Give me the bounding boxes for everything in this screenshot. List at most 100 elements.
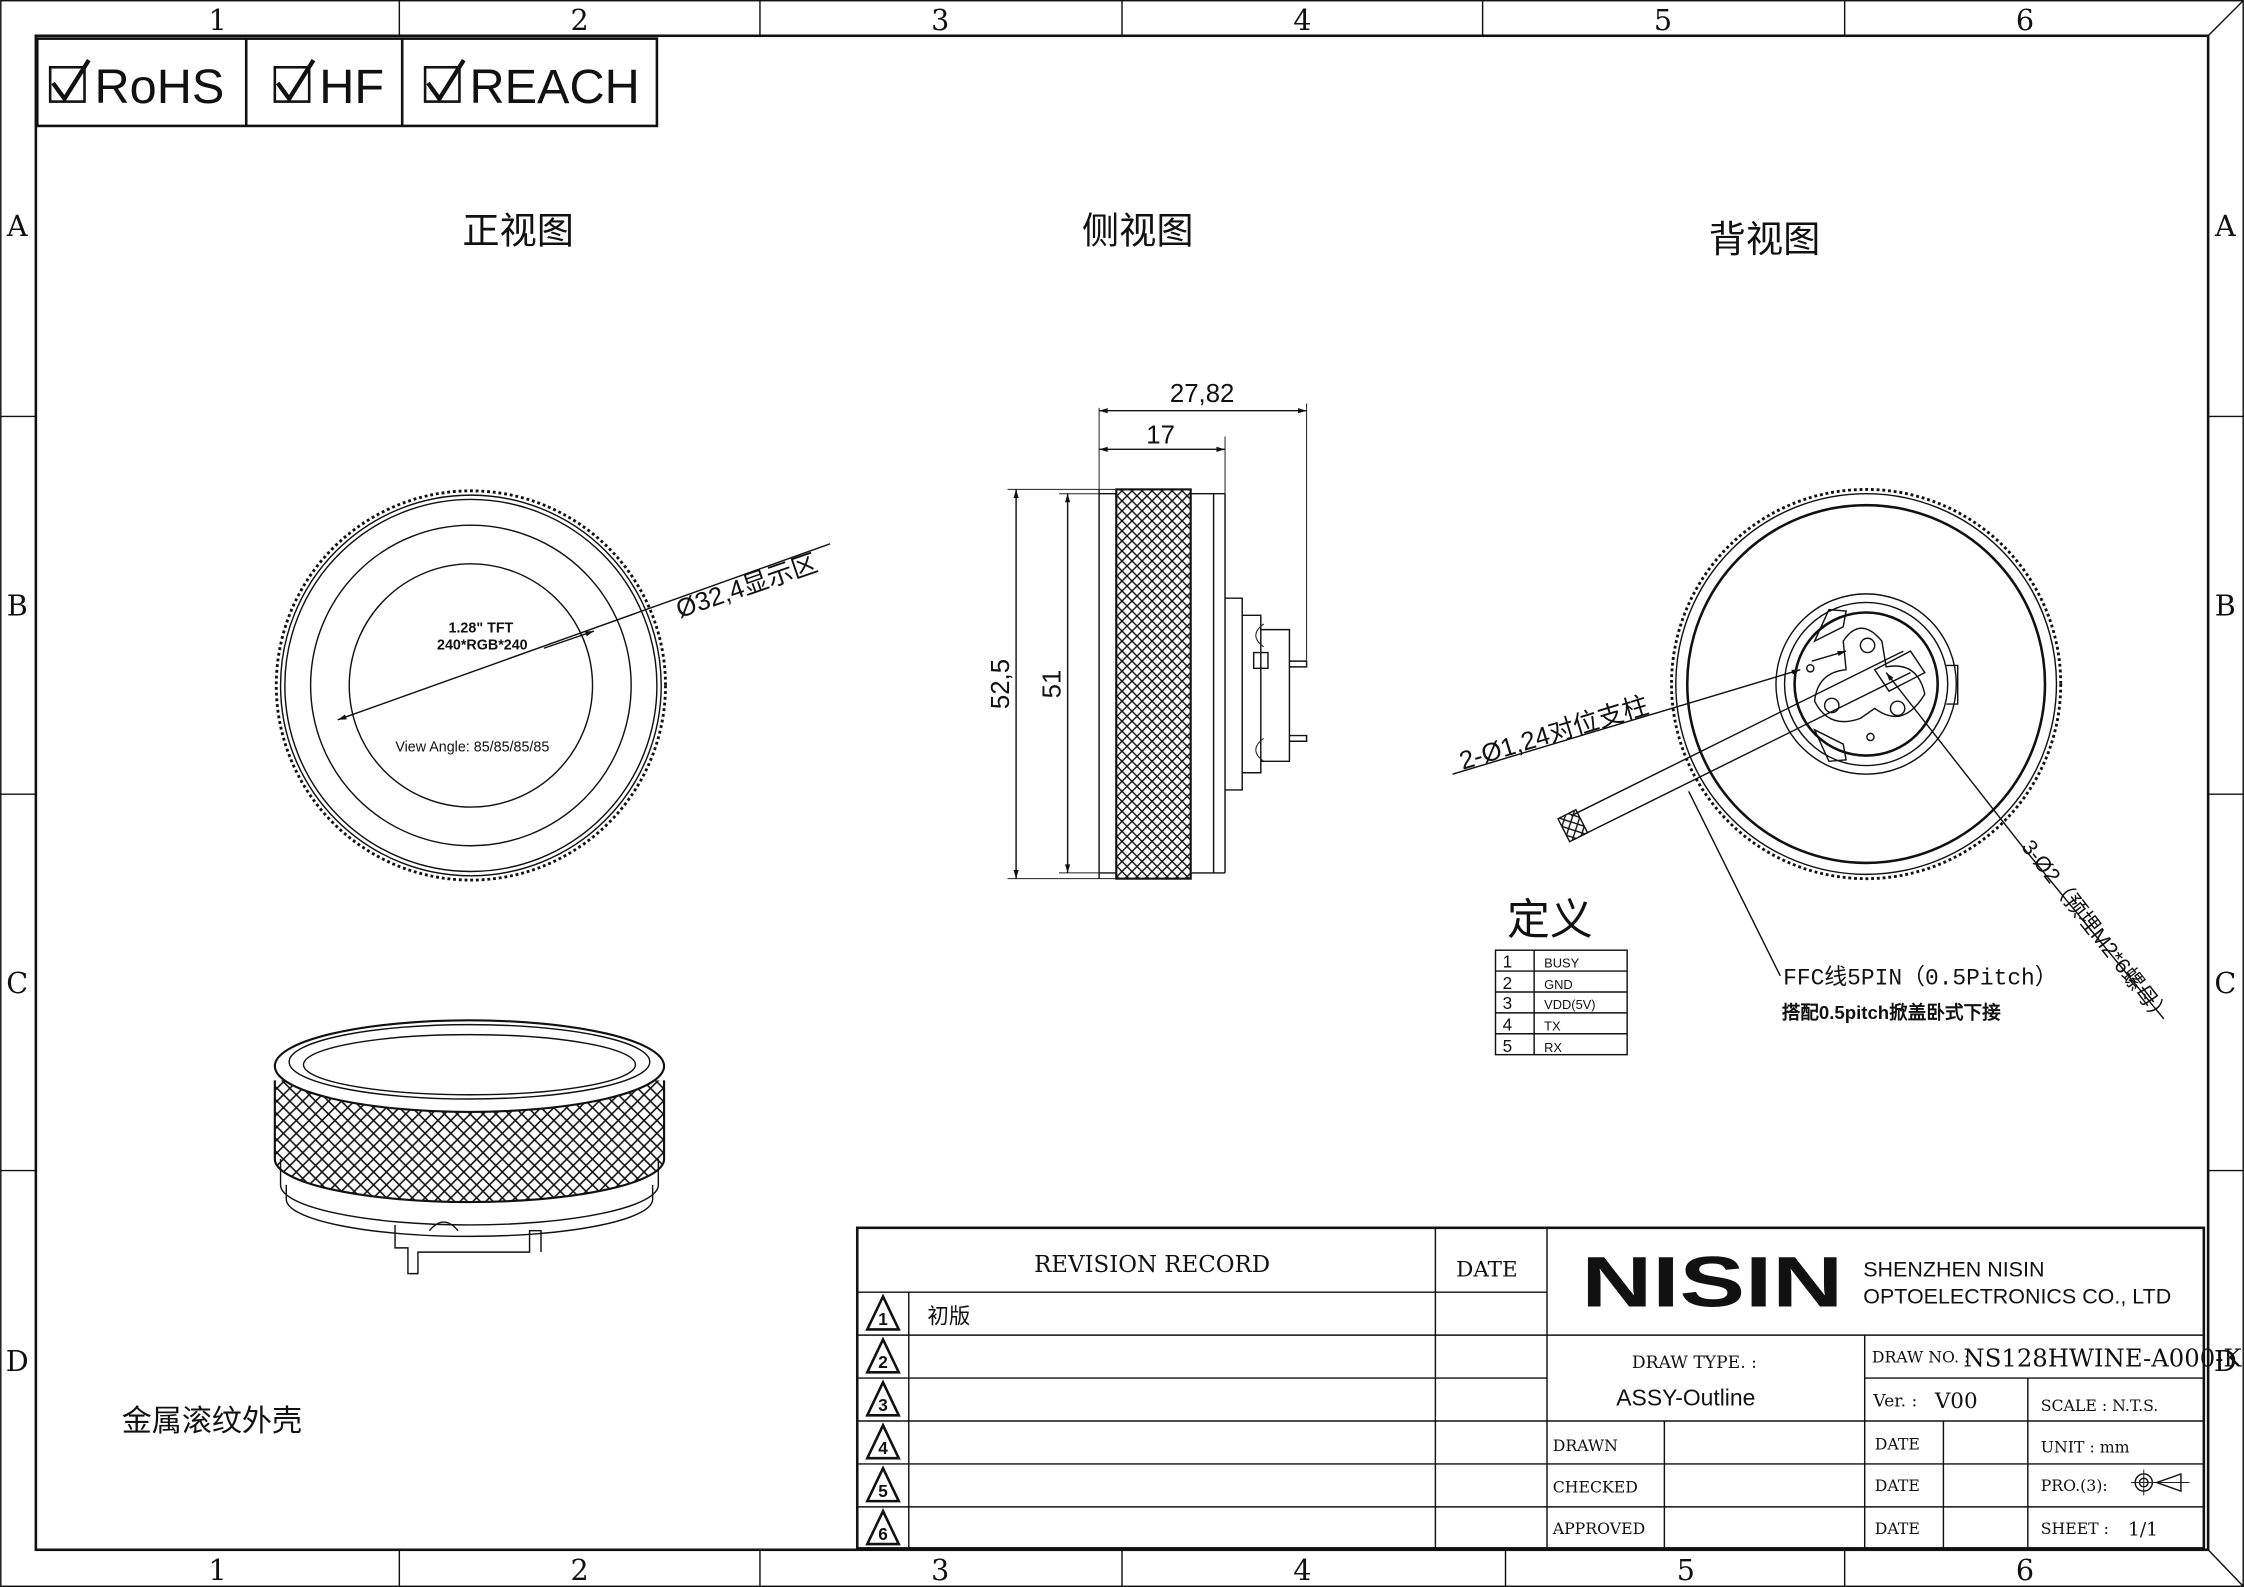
inner-height-dimension: 51	[1038, 670, 1066, 699]
row-label: D	[6, 1344, 29, 1378]
unit-value: UNIT : mm	[2041, 1437, 2130, 1456]
back-view-title: 背视图	[1709, 217, 1821, 261]
pin-name: VDD(5V)	[1544, 997, 1595, 1012]
revision-triangle-icon	[865, 1379, 901, 1417]
column-label: 3	[931, 3, 949, 37]
side-view: 27,82 17 52,5 51	[987, 380, 1308, 880]
checked-label: CHECKED	[1553, 1478, 1638, 1497]
row-label: C	[6, 966, 28, 1000]
body-depth-dimension: 17	[1146, 422, 1175, 450]
mounting-holes-dimension: 3-Ø2（预埋M2*6螺母）	[2017, 835, 2175, 1028]
version-label: Ver. :	[1872, 1392, 1917, 1412]
ffc-connector-icon	[1557, 808, 1589, 843]
row-label: A	[6, 209, 28, 243]
column-label: 2	[571, 3, 589, 37]
revision-triangle-icon	[865, 1293, 901, 1331]
pin-number: 5	[1503, 1036, 1513, 1056]
revision-row: 1 初版	[865, 1293, 970, 1331]
pin-name: GND	[1544, 977, 1573, 992]
pin-name: TX	[1544, 1018, 1561, 1033]
revision-row: 5	[865, 1465, 901, 1503]
row-label: B	[2215, 588, 2236, 622]
column-label: 1	[208, 3, 226, 37]
column-label: 1	[208, 1553, 226, 1587]
isometric-view: 金属滚纹外壳	[122, 1019, 666, 1439]
row-label: C	[2214, 966, 2236, 1000]
revision-number: 2	[878, 1352, 888, 1372]
row-label: A	[2214, 209, 2236, 243]
resolution-text: 240*RGB*240	[437, 638, 528, 654]
pin-name: BUSY	[1544, 955, 1579, 970]
company-logo: NISIN	[1581, 1243, 1843, 1323]
pin-number: 2	[1503, 973, 1513, 993]
row-label: B	[7, 588, 28, 622]
column-label: 4	[1293, 3, 1311, 37]
revision-date-header: DATE	[1456, 1257, 1517, 1282]
drawn-label: DRAWN	[1553, 1436, 1618, 1455]
revision-triangle-icon	[865, 1508, 901, 1546]
column-label: 5	[1654, 3, 1672, 37]
revision-row: 3	[865, 1379, 901, 1417]
front-view: 1.28" TFT 240*RGB*240 View Angle: 85/85/…	[274, 489, 831, 882]
checkbox-checked-icon	[423, 58, 466, 103]
revision-row: 2	[865, 1336, 901, 1374]
title-block: REVISION RECORD DATE 1 初版 2 3 4 5 6 NISI…	[855, 1226, 2242, 1550]
back-view: 2-Ø1,24对位支柱 3-Ø2（预埋M2*6螺母） FFC线5PIN（0.5P…	[1452, 487, 2175, 1029]
checkbox-checked-icon	[273, 58, 316, 103]
scale-value: SCALE : N.T.S.	[2041, 1396, 2159, 1415]
column-label: 3	[931, 1553, 949, 1587]
company-name-line2: OPTOELECTRONICS CO., LTD	[1863, 1285, 2171, 1309]
ffc-cable-label: FFC线5PIN（0.5Pitch）	[1783, 965, 2058, 992]
pin-name: RX	[1544, 1040, 1562, 1055]
column-label: 6	[2016, 3, 2034, 37]
alignment-posts-dimension: 2-Ø1,24对位支柱	[1456, 691, 1652, 776]
compliance-marks: RoHS HF REACH	[35, 37, 659, 128]
column-label: 4	[1293, 1553, 1311, 1587]
revision-record-header: REVISION RECORD	[1034, 1252, 1270, 1278]
checked-date-label: DATE	[1875, 1476, 1920, 1495]
checkbox-checked-icon	[48, 58, 91, 103]
front-view-title: 正视图	[462, 208, 574, 252]
revision-triangle-icon	[865, 1422, 901, 1460]
column-label: 2	[571, 1553, 589, 1587]
version-value: V00	[1934, 1389, 1978, 1414]
iso-caption: 金属滚纹外壳	[122, 1404, 302, 1439]
column-label: 5	[1677, 1553, 1695, 1587]
revision-number: 3	[878, 1395, 888, 1415]
revision-number: 1	[878, 1309, 888, 1329]
revision-row: 6	[865, 1508, 901, 1546]
revision-triangle-icon	[865, 1465, 901, 1503]
pin-number: 3	[1503, 993, 1513, 1013]
sheet-label: SHEET :	[2041, 1519, 2109, 1538]
total-depth-dimension: 27,82	[1170, 380, 1234, 408]
display-diameter-dimension: Ø32,4显示区	[673, 549, 821, 623]
hf-label: HF	[319, 60, 384, 114]
pin-definition-table: 定义 1 BUSY 2 GND 3 VDD(5V) 4 TX 5 RX	[1494, 895, 1628, 1056]
reach-label: REACH	[469, 60, 639, 114]
side-view-title: 侧视图	[1082, 208, 1194, 252]
view-angle-text: View Angle: 85/85/85/85	[395, 739, 549, 755]
draw-number-value: NS128HWINE-A000-K	[1963, 1344, 2242, 1373]
revision-number: 4	[878, 1438, 888, 1458]
pin-table-title: 定义	[1507, 895, 1593, 945]
draw-number-label: DRAW NO. :	[1872, 1347, 1969, 1366]
draw-type-label: DRAW TYPE. :	[1632, 1353, 1757, 1373]
ffc-connector-note: 搭配0.5pitch掀盖卧式下接	[1782, 1002, 2001, 1023]
revision-number: 5	[878, 1481, 888, 1501]
approved-label: APPROVED	[1552, 1519, 1645, 1538]
third-angle-projection-icon	[2130, 1469, 2190, 1496]
pin-number: 4	[1503, 1014, 1513, 1034]
pin-number: 1	[1503, 951, 1513, 971]
approved-date-label: DATE	[1875, 1519, 1920, 1538]
display-size-text: 1.28" TFT	[449, 621, 514, 637]
projection-label: PRO.(3):	[2041, 1476, 2108, 1495]
rohs-label: RoHS	[95, 60, 225, 114]
sheet-value: 1/1	[2128, 1519, 2158, 1540]
drawn-date-label: DATE	[1875, 1435, 1920, 1454]
company-name-line1: SHENZHEN NISIN	[1863, 1257, 2044, 1281]
revision-description: 初版	[927, 1305, 970, 1330]
revision-triangle-icon	[865, 1336, 901, 1374]
row-label: D	[2214, 1344, 2237, 1378]
